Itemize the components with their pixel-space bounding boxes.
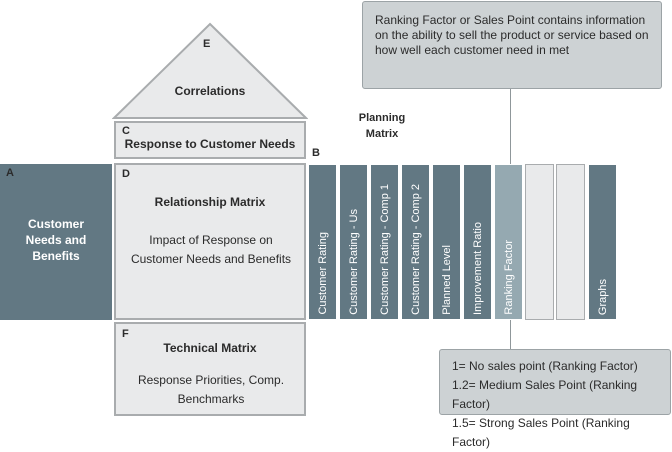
column-customer-rating-us: Customer Rating - Us (339, 164, 368, 320)
column-label: Customer Rating (316, 232, 329, 315)
roof-letter: E (203, 38, 211, 50)
column-customer-rating-comp2: Customer Rating - Comp 2 (401, 164, 430, 320)
callout-top-text: Ranking Factor or Sales Point contains i… (375, 13, 649, 57)
correlations-roof (112, 22, 308, 119)
relationship-matrix: D Relationship Matrix Impact of Response… (114, 163, 306, 320)
customer-title: Customer Needs and Benefits (25, 217, 87, 263)
column-label: Ranking Factor (502, 240, 515, 315)
sales-point-callout: 1= No sales point (Ranking Factor) 1.2= … (439, 349, 671, 449)
technical-letter: F (122, 328, 129, 340)
column-graphs: Graphs (588, 164, 617, 320)
column-ranking-factor: Ranking Factor (494, 164, 523, 320)
callout-bottom-line-1: 1= No sales point (Ranking Factor) (452, 359, 638, 373)
technical-matrix: F Technical Matrix Response Priorities, … (114, 322, 306, 416)
column-label: Graphs (596, 278, 609, 315)
column-improvement-ratio: Improvement Ratio (463, 164, 492, 320)
callout-bottom-line-2: 1.2= Medium Sales Point (Ranking Factor) (452, 378, 638, 411)
technical-title: Technical Matrix (163, 341, 257, 355)
relationship-title: Relationship Matrix (154, 195, 266, 209)
column-label: Customer Rating - Comp 1 (378, 184, 391, 315)
column-customer-rating: Customer Rating (308, 164, 337, 320)
column-blank-2 (556, 164, 585, 320)
callout-bottom-line-3: 1.5= Strong Sales Point (Ranking Factor) (452, 416, 630, 449)
column-label: Planned Level (440, 245, 453, 315)
planning-matrix-title: Planning Matrix (358, 112, 406, 140)
column-label: Customer Rating - Us (347, 209, 360, 315)
column-blank-1 (525, 164, 554, 320)
roof-title: Correlations (174, 84, 246, 98)
column-planned-level: Planned Level (432, 164, 461, 320)
callout-connector-top (510, 89, 511, 164)
planning-letter: B (312, 147, 320, 159)
callout-connector-bottom (510, 320, 511, 350)
customer-letter: A (6, 167, 14, 179)
customer-needs-panel: A Customer Needs and Benefits (0, 164, 112, 320)
column-label: Improvement Ratio (471, 222, 484, 315)
ranking-factor-callout: Ranking Factor or Sales Point contains i… (362, 1, 662, 89)
column-customer-rating-comp1: Customer Rating - Comp 1 (370, 164, 399, 320)
response-letter: C (122, 125, 130, 137)
relationship-body: Impact of Response on Customer Needs and… (130, 233, 292, 266)
response-title: Response to Customer Needs (124, 137, 296, 151)
response-box: C Response to Customer Needs (114, 121, 306, 159)
column-label: Customer Rating - Comp 2 (409, 184, 422, 315)
technical-body: Response Priorities, Comp. Benchmarks (137, 373, 285, 406)
relationship-letter: D (122, 168, 130, 180)
